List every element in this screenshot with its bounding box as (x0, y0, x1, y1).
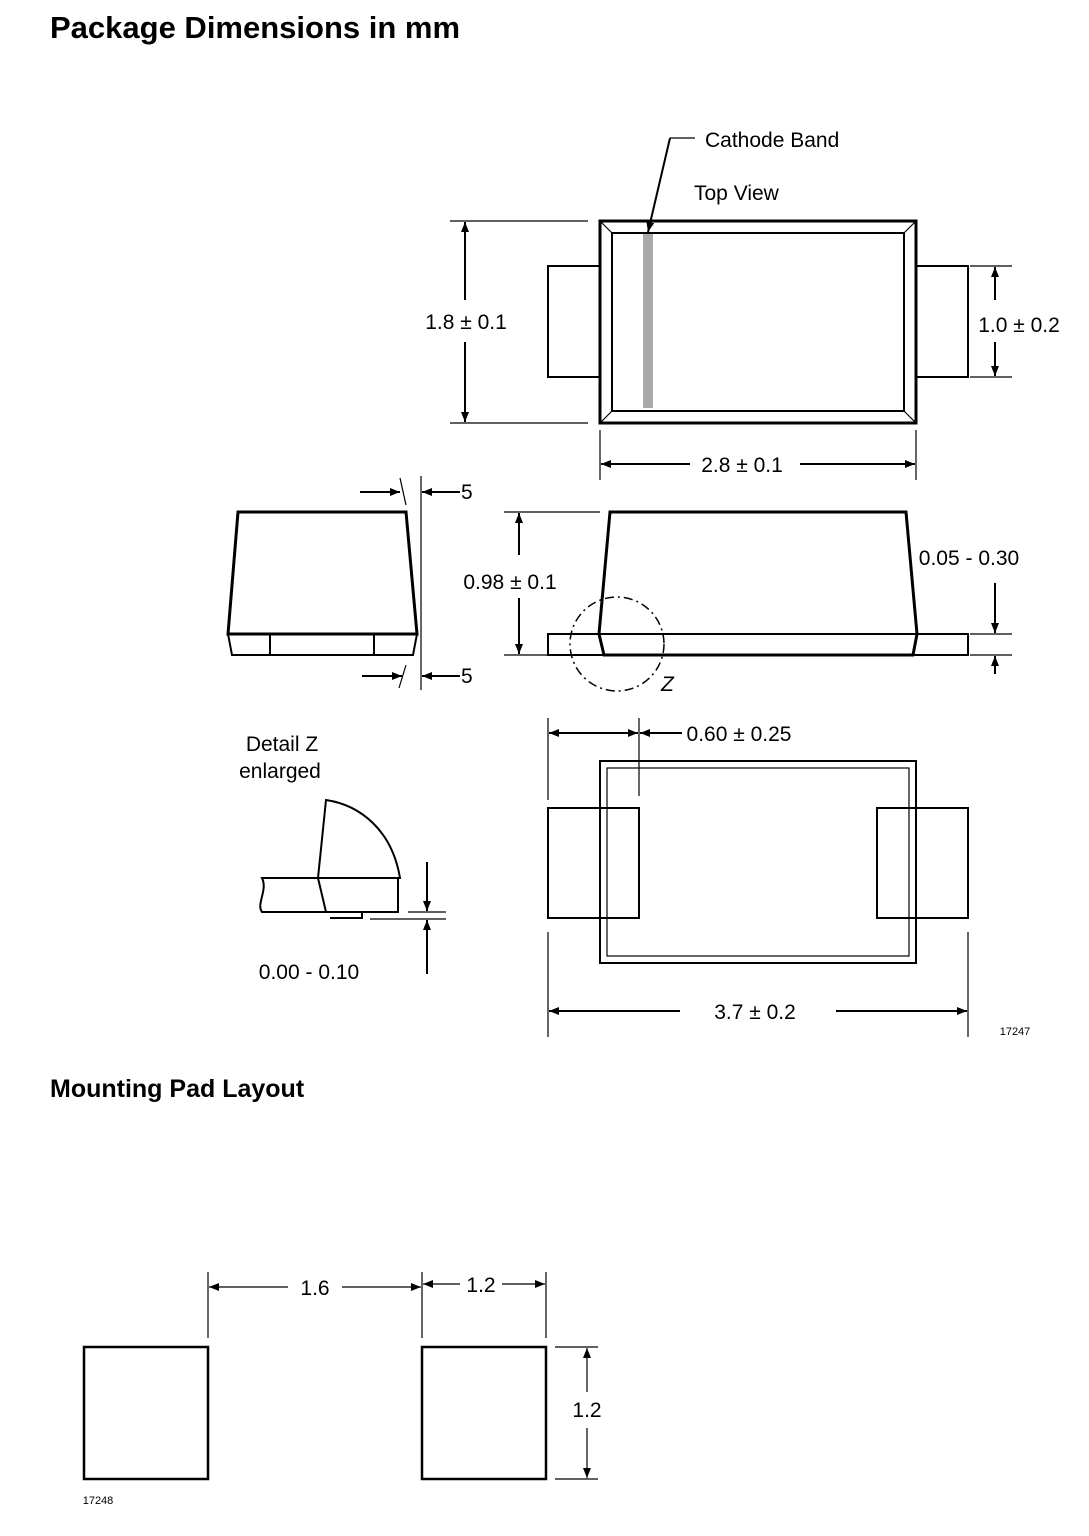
dim-pad-gap-label: 1.6 (300, 1277, 329, 1300)
dim-height-label: 0.98 ± 0.1 (463, 571, 556, 594)
cathode-band-leader-arrow (646, 137, 671, 233)
section-title-mounting-pad: Mounting Pad Layout (50, 1075, 305, 1103)
bottom-view-right-lead (876, 807, 969, 919)
end-view: 5 5 (226, 476, 473, 690)
draft-angle-line-top (399, 477, 407, 506)
cathode-band (643, 234, 653, 408)
top-view: Cathode Band Top View 1.8 ± 0.1 1.0 ± 0.… (425, 129, 1060, 480)
dim-body-width-label: 1.8 ± 0.1 (425, 311, 507, 334)
page-title: Package Dimensions in mm (50, 10, 461, 45)
top-view-left-lead (547, 265, 601, 378)
bottom-view-left-lead (547, 807, 640, 919)
side-view: Z 0.98 ± 0.1 0.05 - 0.30 (463, 510, 1019, 696)
drawing-number-17248: 17248 (83, 1495, 114, 1507)
bottom-view: 0.60 ± 0.25 3.7 ± 0.2 (547, 718, 969, 1037)
dim-overall-length-label: 3.7 ± 0.2 (714, 1001, 796, 1024)
top-view-label: Top View (694, 182, 780, 205)
draft-angle-label-bottom: 5 (461, 665, 473, 688)
dim-standoff-label: 0.00 - 0.10 (259, 961, 359, 984)
top-view-right-lead (915, 265, 969, 378)
dim-lead-length-label: 0.60 ± 0.25 (687, 723, 792, 746)
bottom-view-body-outer (599, 760, 917, 964)
pad-right (420, 1345, 548, 1481)
dim-lead-thickness-label: 0.05 - 0.30 (919, 547, 1019, 570)
detail-z-subtitle: enlarged (239, 760, 321, 783)
detail-z: Detail Z enlarged 0.00 - 0.10 (239, 733, 446, 984)
detail-z-lead (259, 877, 399, 913)
bottom-view-body-inner (606, 767, 910, 957)
top-view-body-outer (598, 219, 918, 425)
pad-left (82, 1345, 210, 1481)
mounting-pad-layout: 1.6 1.2 1.2 (82, 1272, 602, 1481)
drawing-number-17247: 17247 (1000, 1026, 1031, 1038)
end-view-base (226, 633, 419, 656)
top-view-body-inner (611, 232, 905, 412)
detail-z-title: Detail Z (246, 733, 319, 756)
detail-z-body-corner (316, 798, 402, 879)
end-view-body (226, 510, 419, 636)
dim-pad-width-label: 1.2 (466, 1274, 495, 1297)
cathode-band-label: Cathode Band (705, 129, 839, 152)
detail-z-marker: Z (660, 673, 675, 696)
dim-pad-height-label: 1.2 (572, 1399, 601, 1422)
detail-z-circle (569, 596, 665, 692)
dim-lead-width-label: 1.0 ± 0.2 (978, 314, 1060, 337)
draft-angle-line-bottom (398, 664, 407, 689)
top-view-bevel-lines (599, 220, 917, 424)
detail-z-standoff-step (317, 877, 363, 919)
dim-body-length-label: 2.8 ± 0.1 (701, 454, 783, 477)
draft-angle-label-top: 5 (461, 481, 473, 504)
side-view-leads (547, 633, 969, 656)
